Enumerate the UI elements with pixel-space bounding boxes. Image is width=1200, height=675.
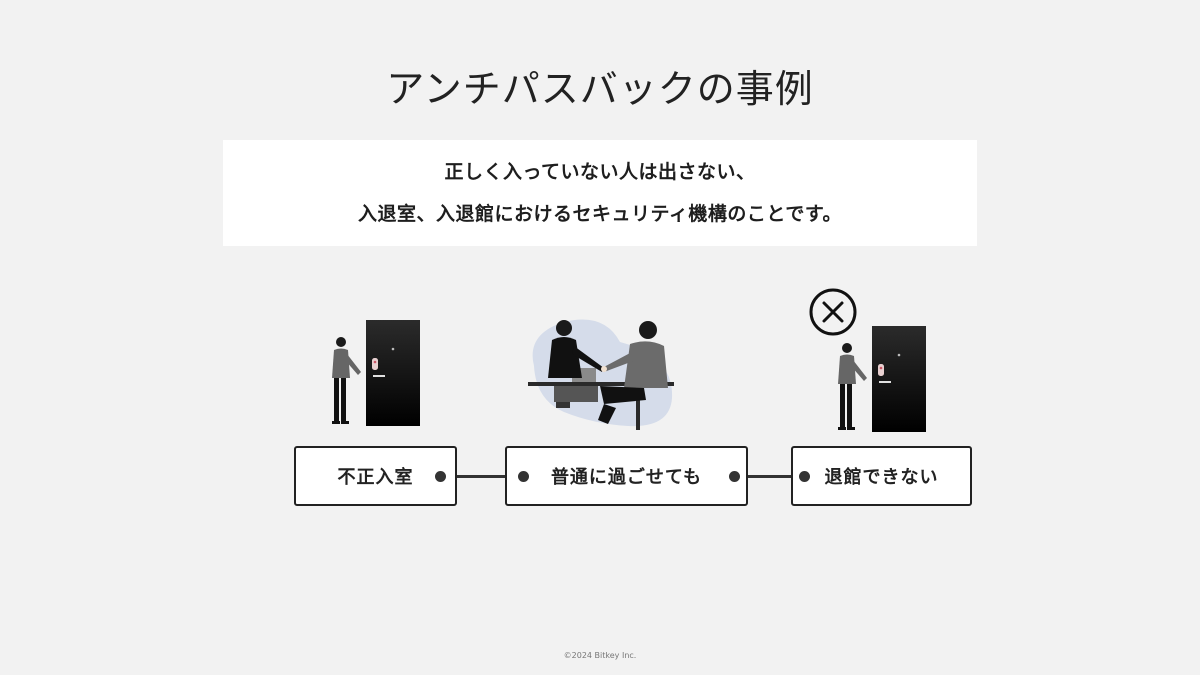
- definition-panel: 正しく入っていない人は出さない、 入退室、入退館におけるセキュリティ機構のことで…: [223, 140, 977, 246]
- step-label: 普通に過ごせても: [550, 467, 703, 488]
- connector-dot: [518, 471, 529, 482]
- step-illegal-entry: 不正入室: [294, 446, 457, 506]
- step-label: 退館できない: [824, 467, 939, 488]
- step-normal-stay: 普通に過ごせても: [505, 446, 748, 506]
- connector-2: [735, 475, 805, 478]
- copyright: ©2024 Bitkey Inc.: [563, 651, 637, 660]
- definition-line-1: 正しく入っていない人は出さない、: [444, 161, 756, 183]
- page-title: アンチパスバックの事例: [386, 67, 814, 111]
- connector-dot: [729, 471, 740, 482]
- definition-line-2: 入退室、入退館におけるセキュリティ機構のことです。: [358, 203, 842, 225]
- connector-dot: [799, 471, 810, 482]
- cross-in-circle-icon: [809, 288, 857, 336]
- connector-1: [440, 475, 524, 478]
- step-cannot-exit: 退館できない: [791, 446, 972, 506]
- connector-dot: [435, 471, 446, 482]
- person-at-door-denied-icon: [809, 288, 926, 432]
- step-label: 不正入室: [337, 467, 414, 488]
- person-at-door-icon: [332, 320, 420, 426]
- handshake-meeting-icon: [528, 319, 674, 430]
